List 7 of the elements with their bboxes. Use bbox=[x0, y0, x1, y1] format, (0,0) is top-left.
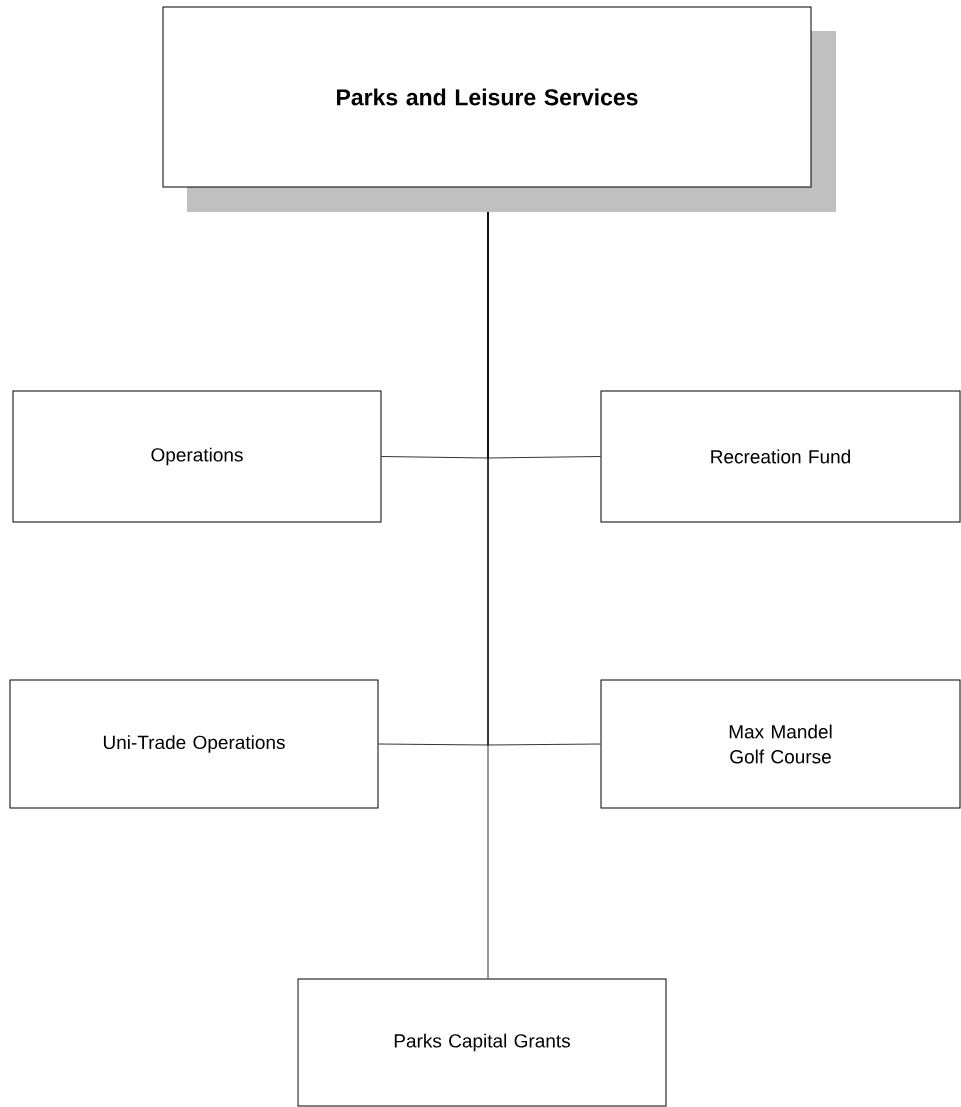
unit-box: Parks Capital Grants bbox=[297, 978, 667, 1107]
connector-line bbox=[487, 211, 489, 979]
unit-box: Max Mandel Golf Course bbox=[600, 679, 961, 809]
unit-box: Recreation Fund bbox=[600, 390, 961, 523]
title-box: Parks and Leisure Services bbox=[162, 6, 836, 212]
unit-box: Uni-Trade Operations bbox=[9, 679, 379, 809]
unit-box: Operations bbox=[12, 390, 382, 523]
